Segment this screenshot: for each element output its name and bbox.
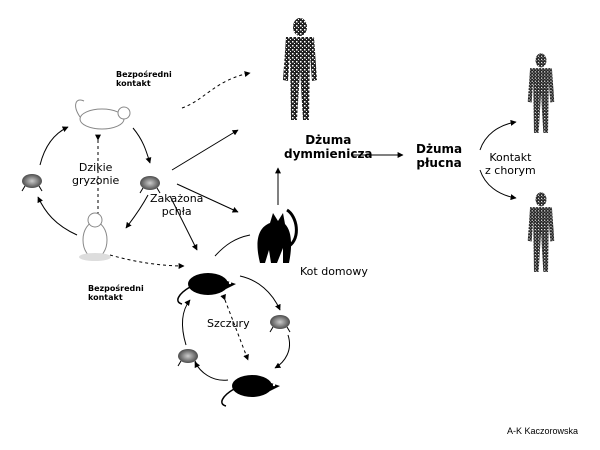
- arrow-flea-l-to-rat: [182, 299, 191, 346]
- rat-icon: [221, 375, 280, 407]
- arrow-marmot-to-flea: [37, 196, 78, 236]
- arrow-direct-contact-bottom: [109, 254, 185, 269]
- flea-icon: [177, 349, 199, 367]
- rats-label: Szczury: [207, 317, 250, 330]
- arrow-rat-to-flea-l: [194, 361, 229, 381]
- wild-rodents-label: Dzikie gryzonie: [72, 161, 120, 187]
- arrow-rat-to-cat: [214, 234, 251, 257]
- pneumonic-plague-label: Dżuma płucna: [416, 142, 463, 170]
- arrow-flea-to-rat: [169, 195, 198, 251]
- contact-with-sick-label: Kontakt z chorym: [485, 151, 536, 177]
- direct-contact-top-label: Bezpośredni kontakt: [116, 70, 172, 89]
- squirrel-icon: [75, 99, 131, 130]
- arrow-flea-to-squirrel: [39, 126, 69, 166]
- cat-icon: [257, 208, 298, 263]
- arrow-contact-to-human-top: [479, 119, 517, 151]
- marmot-icon: [79, 212, 111, 261]
- direct-contact-bottom-label: Bezpośredni kontakt: [88, 284, 144, 303]
- bubonic-plague-label: Dżuma dymmienicza: [284, 133, 373, 161]
- flea-icon: [139, 176, 161, 194]
- arrow-contact-to-human-bottom: [479, 169, 517, 201]
- human-figure-icon: [283, 18, 317, 120]
- rat-icon: [177, 273, 236, 305]
- arrow-flea-to-cat: [176, 183, 239, 213]
- arrow-rats-dashed: [220, 293, 249, 361]
- infected-flea-label: Zakażona pchła: [150, 192, 204, 218]
- arrow-rat-to-flea-r: [239, 275, 281, 311]
- arrow-flea-r-to-rat: [274, 334, 290, 369]
- author-credit: A-K Kaczorowska: [507, 426, 579, 436]
- arrow-flea-to-marmot: [125, 194, 149, 229]
- human-figure-icon: [527, 53, 555, 133]
- domestic-cat-label: Kot domowy: [300, 265, 368, 278]
- arrow-squirrel-to-flea: [132, 127, 152, 164]
- human-figure-icon: [527, 192, 555, 272]
- flea-icon: [21, 174, 43, 192]
- arrow-direct-contact-top: [181, 71, 251, 109]
- flea-icon: [269, 315, 291, 333]
- arrow-flea-to-human: [171, 129, 239, 171]
